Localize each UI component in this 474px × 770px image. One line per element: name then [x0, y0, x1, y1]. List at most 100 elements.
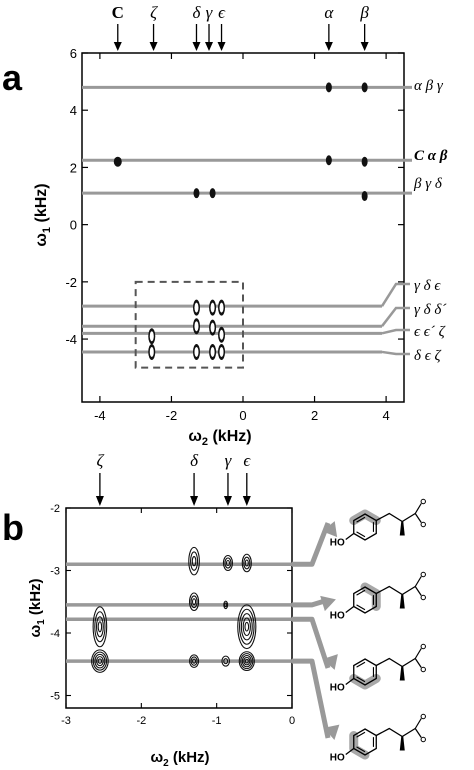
- b-molecule-oxygen: [420, 521, 426, 528]
- a-right-label: δ ϵ ζ: [414, 348, 442, 364]
- a-top-label: α: [324, 3, 334, 22]
- b-molecule-oxygen: [420, 713, 426, 720]
- b-peak-contour: [92, 606, 108, 648]
- panel-b-peaks: [91, 546, 257, 673]
- a-x-tick-label: 4: [382, 408, 389, 423]
- a-top-label: γ: [206, 3, 214, 22]
- a-leader-line: [381, 328, 410, 335]
- b-peak-contour: [243, 556, 251, 570]
- b-molecule-oxygen: [420, 594, 426, 601]
- a-peak: [361, 191, 368, 202]
- panel-a-right-labels: α β γC α ββ γ δγ δ ϵγ δ δ´ϵ ϵ´ ζδ ϵ ζ: [413, 78, 448, 364]
- b-molecule-bond: [345, 677, 355, 686]
- b-y-tick-label: -3: [50, 566, 60, 578]
- panel-b-y-ticks: -2-3-4-5: [50, 503, 292, 703]
- a-leader-line: [381, 306, 410, 327]
- a-top-arrowhead: [217, 42, 226, 51]
- b-peak-contour: [95, 616, 104, 638]
- panel-a-plot-frame: [81, 52, 405, 403]
- b-peak-contour: [241, 553, 252, 573]
- b-molecule-bond: [345, 747, 355, 756]
- a-x-tick-label: 2: [311, 408, 318, 423]
- b-molecule-chain: [375, 727, 416, 738]
- a-leader-line: [380, 282, 410, 307]
- b-peak-contour: [223, 658, 229, 665]
- b-x-tick-label: -3: [61, 715, 71, 727]
- b-molecule-double-bond: [356, 516, 366, 523]
- b-peak-contour: [242, 617, 251, 637]
- b-molecule-bond: [414, 586, 422, 596]
- b-molecule-chain: [375, 657, 416, 668]
- b-y-tick-label: -5: [50, 691, 60, 703]
- b-peak-contour: [244, 559, 249, 567]
- b-x-tick-label: 0: [289, 715, 295, 727]
- a-top-label: ϵ: [218, 3, 226, 22]
- b-top-label: δ: [190, 451, 199, 470]
- b-molecule-ho-label: HO: [330, 538, 345, 549]
- b-x-tick-label: -2: [136, 715, 146, 727]
- b-peak-contour: [244, 621, 250, 632]
- b-molecule-oxygen: [420, 571, 426, 578]
- b-peak-contour: [243, 656, 251, 666]
- b-molecule-oxygen: [420, 736, 426, 743]
- panel-b-plot-frame: [65, 507, 293, 709]
- b-molecule-wedge: [399, 736, 405, 751]
- b-molecule-chain: [375, 512, 416, 523]
- a-peak: [361, 156, 368, 167]
- b-peak-contour: [191, 555, 197, 567]
- b-peak-contour: [244, 658, 249, 664]
- b-peak-contour: [94, 611, 106, 643]
- a-peak-contour: [210, 346, 215, 357]
- a-peak-contour: [219, 302, 224, 313]
- panel-b-letter: b: [2, 507, 24, 548]
- b-peak-contour: [188, 654, 200, 668]
- b-connector-arrowhead: [322, 521, 338, 538]
- b-peak-contour: [188, 546, 200, 576]
- a-peak-contour: [219, 346, 224, 357]
- b-molecule-double-bond: [356, 531, 366, 538]
- a-top-arrowhead: [113, 42, 122, 51]
- a-top-arrowhead: [324, 42, 333, 51]
- a-right-label: γ δ δ´: [414, 302, 447, 318]
- a-y-tick-label: -4: [65, 332, 77, 347]
- b-molecule-bond: [345, 605, 355, 614]
- b-molecule-double-bond: [356, 589, 366, 596]
- b-top-arrowhead: [190, 496, 199, 506]
- a-top-arrowhead: [205, 42, 214, 51]
- a-peak: [209, 188, 216, 199]
- a-top-arrowhead: [360, 42, 369, 51]
- b-y-tick-label: -2: [50, 503, 60, 515]
- a-peak-contour: [219, 329, 224, 340]
- b-peak-contour: [225, 559, 231, 567]
- a-peak: [325, 82, 332, 93]
- a-peak-contour: [194, 302, 199, 313]
- panel-a-leader-lines: [380, 282, 410, 356]
- b-top-label: ϵ: [243, 451, 251, 470]
- b-top-label: ζ: [96, 451, 104, 470]
- b-connector-arrow: [292, 616, 331, 669]
- a-leader-line: [381, 350, 410, 356]
- a-peak: [361, 82, 368, 93]
- b-molecule-double-bond: [356, 731, 366, 738]
- b-molecule-double-bond: [356, 604, 366, 611]
- a-right-label: β γ δ: [413, 176, 443, 192]
- b-peak-contour: [190, 595, 198, 609]
- a-peak-contour: [194, 346, 199, 357]
- b-peak-contour: [221, 655, 231, 667]
- b-peak-contour: [240, 653, 254, 670]
- b-molecule-wedge: [399, 594, 405, 609]
- b-peak-contour: [241, 654, 252, 668]
- b-peak-contour: [240, 613, 253, 641]
- b-peak-contour: [192, 598, 197, 606]
- b-peak-contour: [224, 557, 232, 569]
- b-molecule-bond: [414, 728, 422, 738]
- a-peak-contour: [210, 322, 215, 333]
- a-x-tick-label: -2: [166, 408, 178, 423]
- b-molecule-oxygen: [420, 498, 426, 505]
- b-molecule-ho-label: HO: [330, 611, 345, 622]
- b-peak-contour: [97, 621, 103, 633]
- b-molecule-ho-label: HO: [330, 683, 345, 694]
